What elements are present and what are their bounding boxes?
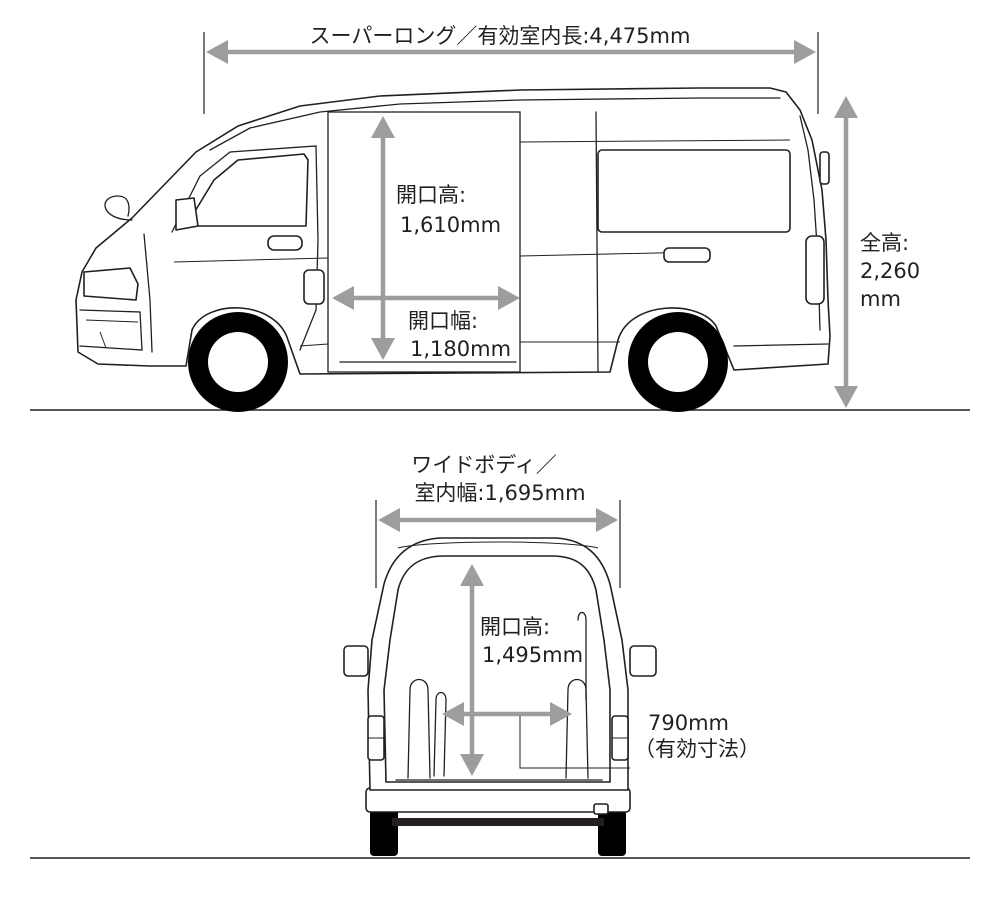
side-door-height-value: 1,610mm <box>400 213 501 237</box>
side-front-window <box>185 153 309 227</box>
side-front-fender <box>143 233 153 353</box>
rear-right-mirror <box>629 645 657 677</box>
side-rear-wheel <box>628 312 728 412</box>
side-headlight <box>83 267 139 301</box>
body-label-line1: ワイドボディ／ <box>411 453 557 477</box>
rear-right-tire <box>598 808 626 856</box>
interior-width-arrow <box>378 508 618 532</box>
side-door-handle <box>267 235 303 251</box>
effective-width-value: 790mm <box>648 711 729 735</box>
rear-right-post <box>577 611 587 701</box>
side-roof-line <box>209 97 781 151</box>
side-rear-handle <box>663 247 711 263</box>
side-tail-lamp <box>805 235 825 305</box>
rear-door-height-value: 1,495mm <box>482 643 583 667</box>
side-rear-window <box>597 149 791 233</box>
side-grille-line <box>85 319 139 323</box>
rear-floor-bracket <box>593 803 609 815</box>
rear-door-height-arrow <box>460 564 484 776</box>
interior-length-arrow <box>206 40 816 64</box>
side-door-height-title: 開口高: <box>396 183 466 207</box>
rear-left-wheel-house <box>407 678 431 779</box>
rear-door-opening <box>383 555 611 783</box>
side-sill-line <box>299 341 620 347</box>
side-front-lip <box>99 331 107 349</box>
rear-bumper <box>365 787 631 813</box>
side-sliding-door-opening <box>327 111 521 373</box>
rear-left-post <box>433 691 447 777</box>
rear-step <box>392 818 604 826</box>
side-rear-panel-line <box>595 111 599 373</box>
effective-width-arrow <box>442 702 572 726</box>
interior-length-label: スーパーロング／有効室内長:4,475mm <box>310 24 691 48</box>
side-fuel-cap <box>303 269 325 305</box>
rear-roof-line <box>397 541 599 549</box>
side-door-height-arrow <box>371 116 395 360</box>
side-door-width-arrow <box>332 286 520 310</box>
side-front-door <box>171 145 319 351</box>
rear-door-height-title: 開口高: <box>480 615 550 639</box>
side-door-width-value: 1,180mm <box>410 337 511 361</box>
total-height-unit: mm <box>860 287 901 311</box>
effective-width-note: （有効寸法） <box>634 737 760 761</box>
side-front-bumper <box>79 309 143 351</box>
side-front-wheel <box>188 312 288 412</box>
body-label-line2: 室内幅:1,695mm <box>414 481 585 505</box>
side-rear-marker <box>819 151 830 185</box>
side-rear-bumper <box>733 343 829 347</box>
side-door-width-title: 開口幅: <box>408 309 478 333</box>
total-height-title: 全高: <box>860 231 909 255</box>
side-mirror <box>175 197 199 231</box>
rear-view: ワイドボディ／ 室内幅:1,695mm 開口高: 1,495mm 790mm （… <box>30 453 970 859</box>
total-height-value: 2,260 <box>860 259 920 283</box>
side-view: スーパーロング／有効室内長:4,475mm 開口高: 1,610mm 開口幅: … <box>30 24 970 412</box>
side-rear-body-line <box>519 139 791 143</box>
rear-left-tire <box>370 808 398 856</box>
rear-inner-box <box>519 716 630 769</box>
total-height-arrow <box>834 96 858 408</box>
rear-left-mirror <box>343 645 369 677</box>
side-mirror-stay <box>104 195 133 221</box>
